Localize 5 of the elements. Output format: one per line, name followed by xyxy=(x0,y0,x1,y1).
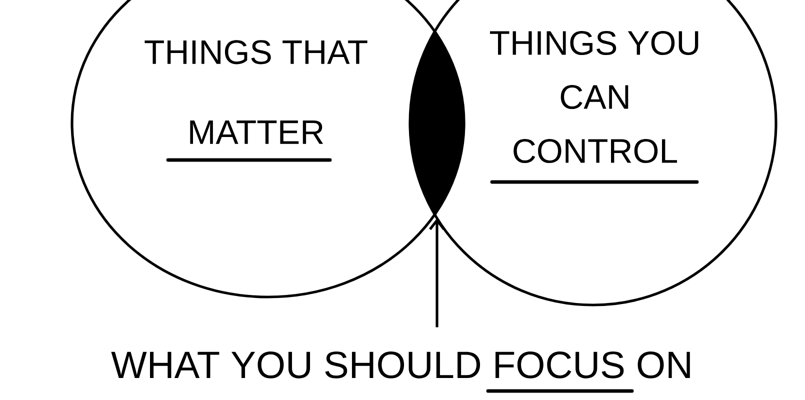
arrow xyxy=(428,218,446,328)
circle-label: THINGS YOU CAN CONTROL xyxy=(490,30,698,164)
circle-label: THINGS THAT MATTER xyxy=(144,40,368,144)
callout-text: WHAT YOU SHOULD FOCUS ON xyxy=(111,351,690,378)
shaded-intersection xyxy=(410,32,464,214)
